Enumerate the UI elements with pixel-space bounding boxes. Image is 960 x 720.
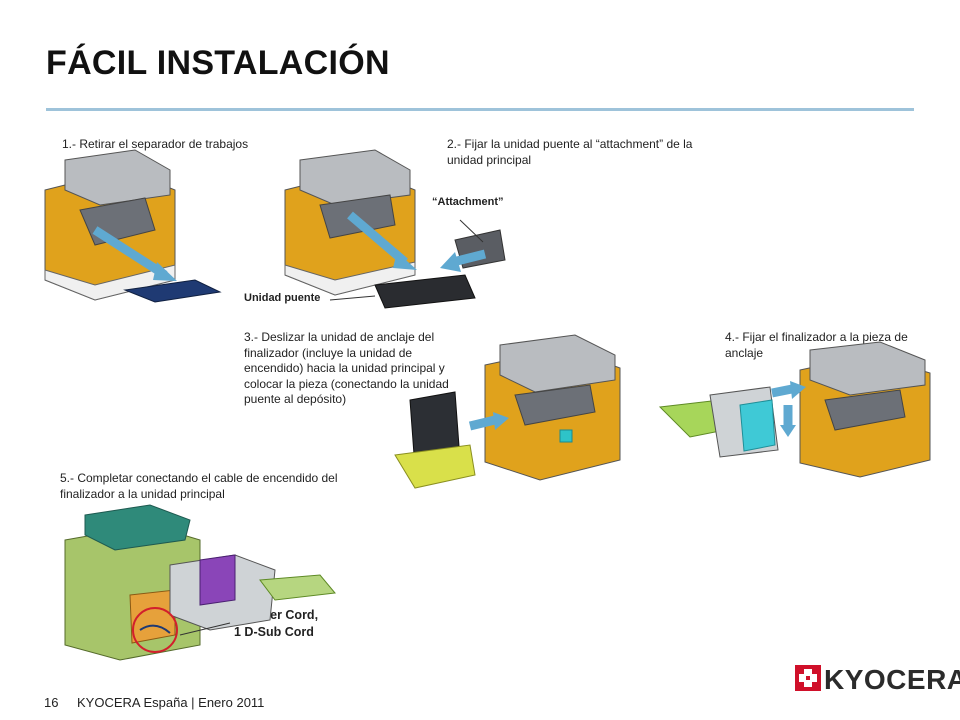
illustration-step-5 — [64, 504, 336, 661]
step-5-text: 5.- Completar conectando el cable de enc… — [60, 471, 338, 501]
attachment-label: “Attachment” — [432, 196, 504, 208]
step-4-text: 4.- Fijar el finalizador a la pieza de a… — [725, 330, 908, 360]
illustration-step-2 — [284, 149, 506, 309]
illustration-step-1 — [44, 149, 222, 303]
step-3-text: 3.- Deslizar la unidad de anclaje del fi… — [244, 330, 449, 406]
slide-title: FÁCIL INSTALACIÓN — [46, 44, 390, 82]
dsub-cord-label: 1 D-Sub Cord — [234, 625, 314, 639]
title-divider — [46, 108, 914, 111]
step-1-text: 1.- Retirar el separador de trabajos — [62, 137, 249, 151]
illustration-step-4 — [658, 341, 931, 478]
kyocera-logo-text: KYOCERA — [824, 664, 960, 695]
footer-text: KYOCERA España | Enero 2011 — [77, 695, 265, 710]
step-2-text: 2.- Fijar la unidad puente al “attachmen… — [447, 137, 693, 167]
page-number: 16 — [44, 695, 59, 710]
illustration-step-3 — [394, 334, 621, 489]
kyocera-logo-icon — [795, 665, 821, 691]
unidad-puente-label: Unidad puente — [244, 292, 321, 304]
